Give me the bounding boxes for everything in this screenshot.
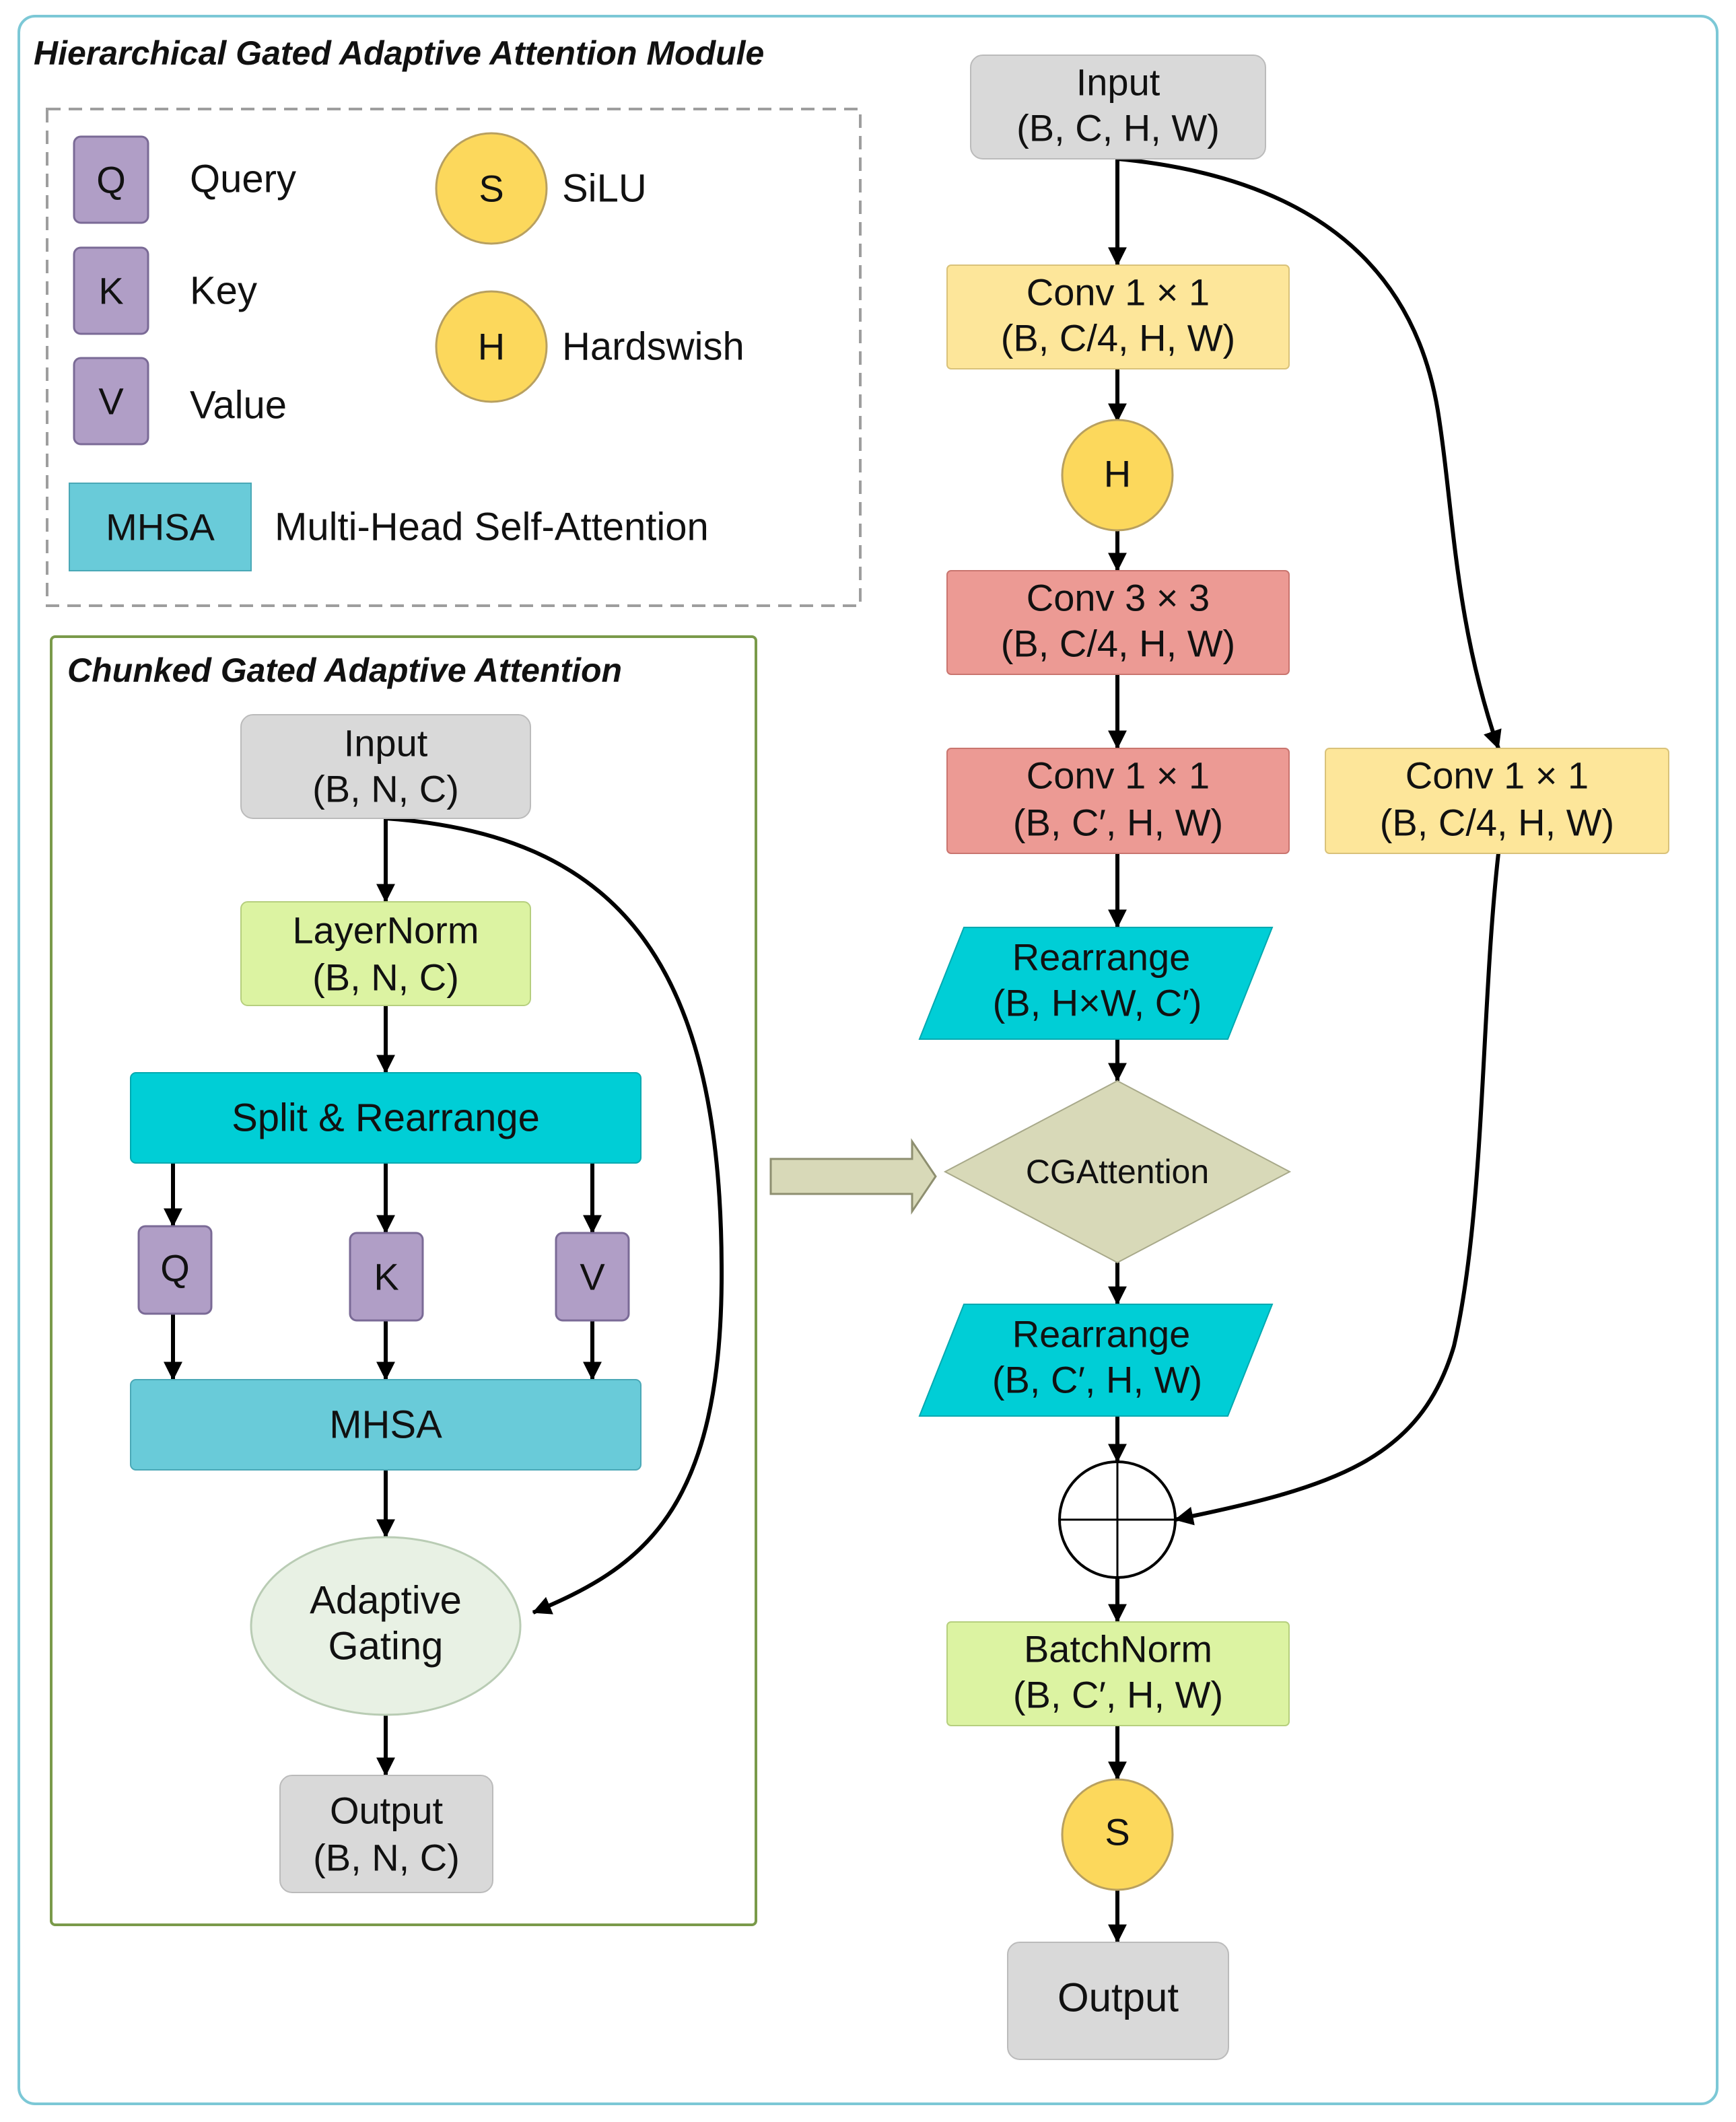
main-rearrange1-parallelogram bbox=[918, 927, 1274, 1040]
main-conv3-box bbox=[946, 570, 1290, 675]
cga-to-main-block-arrow bbox=[769, 1138, 937, 1215]
main-pipeline: Input (B, C, H, W) Conv 1 × 1 (B, C/4, H… bbox=[918, 55, 1669, 2060]
cga-v-label: V bbox=[580, 1256, 605, 1298]
legend-key-symbol: K bbox=[98, 270, 123, 312]
cga-split-rearrange-box bbox=[130, 1072, 641, 1164]
legend-mhsa-swatch bbox=[69, 483, 252, 571]
legend-hardswish-label: Hardswish bbox=[562, 325, 744, 369]
main-input-shape: (B, C, H, W) bbox=[1016, 107, 1220, 149]
cga-input-shape: (B, N, C) bbox=[312, 768, 459, 810]
main-conv1b-box bbox=[946, 748, 1290, 854]
main-skip-arrow-to-conv bbox=[1117, 157, 1502, 750]
main-rearrange2-parallelogram bbox=[918, 1304, 1274, 1417]
legend-key-label: Key bbox=[190, 269, 257, 313]
legend-mhsa-symbol: MHSA bbox=[106, 506, 215, 549]
cga-split-rearrange-label: Split & Rearrange bbox=[232, 1096, 540, 1140]
main-hardswish-circle bbox=[1061, 419, 1174, 532]
cga-input-box bbox=[240, 714, 531, 819]
cga-input-label: Input bbox=[344, 722, 428, 765]
legend-mhsa-label: Multi-Head Self-Attention bbox=[275, 505, 709, 549]
cga-mhsa-box bbox=[130, 1379, 641, 1471]
main-skip-arrow-to-add bbox=[1174, 853, 1500, 1526]
main-conv1-box bbox=[946, 264, 1290, 369]
legend-silu-symbol: S bbox=[479, 168, 504, 210]
cga-frame bbox=[50, 635, 757, 1926]
legend-value-symbol: V bbox=[98, 380, 124, 423]
main-batchnorm-box bbox=[946, 1621, 1290, 1726]
legend-silu-label: SiLU bbox=[562, 167, 647, 211]
cga-layernorm-label: LayerNorm bbox=[293, 909, 479, 952]
cga-layernorm-shape: (B, N, C) bbox=[312, 956, 459, 999]
cga-connectors bbox=[164, 816, 724, 1777]
cga-output-shape: (B, N, C) bbox=[313, 1837, 460, 1879]
legend-frame bbox=[46, 108, 862, 607]
cga-mhsa-label: MHSA bbox=[329, 1403, 442, 1447]
legend: Q Query K Key V Value S SiLU H Hardswish… bbox=[46, 108, 862, 607]
cga-adaptive-gating-ellipse bbox=[250, 1536, 522, 1716]
cga-layernorm-box bbox=[240, 901, 531, 1006]
main-batchnorm-label: BatchNorm bbox=[1024, 1628, 1212, 1670]
main-silu-circle bbox=[1061, 1778, 1174, 1891]
main-input-label: Input bbox=[1076, 61, 1160, 104]
legend-query-label: Query bbox=[190, 157, 296, 201]
main-output-box bbox=[1007, 1942, 1229, 2060]
cga-adaptive-gating-line1: Adaptive bbox=[310, 1579, 462, 1623]
main-conv1b-label: Conv 1 × 1 bbox=[1027, 754, 1210, 797]
legend-silu-icon bbox=[435, 132, 548, 245]
main-cgattention-label: CGAttention bbox=[1026, 1153, 1209, 1191]
main-hardswish-symbol: H bbox=[1104, 453, 1131, 495]
main-skip-conv-shape: (B, C/4, H, W) bbox=[1380, 802, 1614, 844]
legend-key-swatch bbox=[73, 246, 149, 335]
outer-frame bbox=[18, 15, 1718, 2105]
main-batchnorm-shape: (B, C′, H, W) bbox=[1013, 1674, 1223, 1716]
legend-hardswish-icon bbox=[435, 290, 548, 403]
cga-k-box bbox=[349, 1232, 424, 1322]
main-rearrange2-label: Rearrange bbox=[1012, 1313, 1191, 1355]
legend-value-swatch bbox=[73, 357, 149, 446]
main-skip-conv-box bbox=[1325, 748, 1669, 854]
cga-q-box bbox=[137, 1225, 213, 1315]
cga-adaptive-gating-line2: Gating bbox=[328, 1625, 444, 1668]
main-input-box bbox=[970, 55, 1266, 160]
main-rearrange1-label: Rearrange bbox=[1012, 936, 1191, 979]
main-rearrange2-shape: (B, C′, H, W) bbox=[992, 1359, 1202, 1401]
cga-title: Chunked Gated Adaptive Attention bbox=[67, 651, 622, 689]
cga-k-label: K bbox=[374, 1256, 398, 1298]
main-silu-symbol: S bbox=[1105, 1811, 1130, 1853]
cga-output-box bbox=[279, 1775, 493, 1893]
cga-v-box bbox=[555, 1232, 630, 1322]
main-output-label: Output bbox=[1057, 1975, 1179, 2020]
main-conv3-label: Conv 3 × 3 bbox=[1027, 577, 1210, 619]
main-rearrange1-shape: (B, H×W, C′) bbox=[993, 982, 1202, 1024]
legend-value-label: Value bbox=[190, 384, 287, 427]
main-cgattention-diamond bbox=[943, 1080, 1292, 1264]
cga-panel: Chunked Gated Adaptive Attention Input (… bbox=[50, 635, 757, 1926]
cga-output-label: Output bbox=[330, 1790, 444, 1832]
main-conv1-shape: (B, C/4, H, W) bbox=[1001, 317, 1235, 359]
main-conv1-label: Conv 1 × 1 bbox=[1027, 271, 1210, 314]
main-add-operator bbox=[1058, 1460, 1177, 1579]
main-skip-conv-label: Conv 1 × 1 bbox=[1405, 754, 1589, 797]
main-conv3-shape: (B, C/4, H, W) bbox=[1001, 623, 1235, 665]
legend-query-symbol: Q bbox=[96, 159, 126, 201]
cga-skip-arrow bbox=[385, 816, 724, 1615]
main-connectors bbox=[1108, 157, 1502, 1944]
module-title: Hierarchical Gated Adaptive Attention Mo… bbox=[34, 34, 764, 72]
cga-q-label: Q bbox=[160, 1247, 190, 1289]
legend-query-swatch bbox=[73, 135, 149, 224]
legend-hardswish-symbol: H bbox=[478, 326, 505, 368]
main-conv1b-shape: (B, C′, H, W) bbox=[1013, 802, 1223, 844]
